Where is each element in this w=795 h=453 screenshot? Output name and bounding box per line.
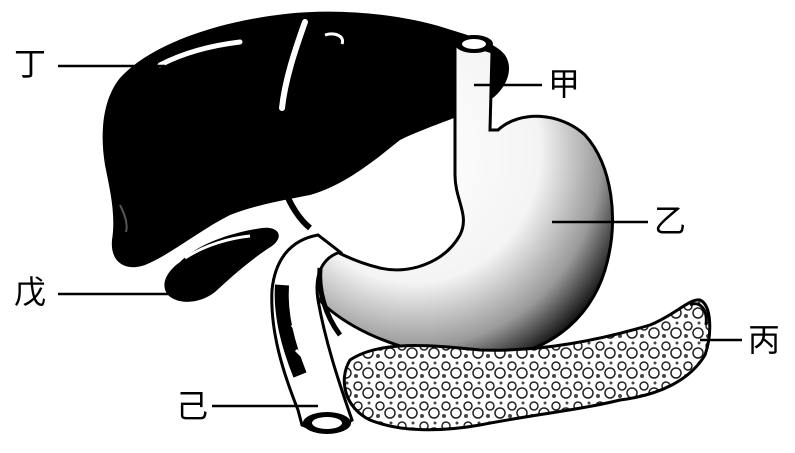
label-liver: 丁 [14, 48, 46, 80]
label-esophagus: 甲 [548, 68, 580, 100]
label-duodenum: 己 [176, 390, 208, 422]
label-pancreas: 丙 [748, 324, 780, 356]
label-gallbladder: 戊 [14, 276, 46, 308]
label-stomach: 乙 [654, 205, 686, 237]
liver [103, 12, 509, 268]
